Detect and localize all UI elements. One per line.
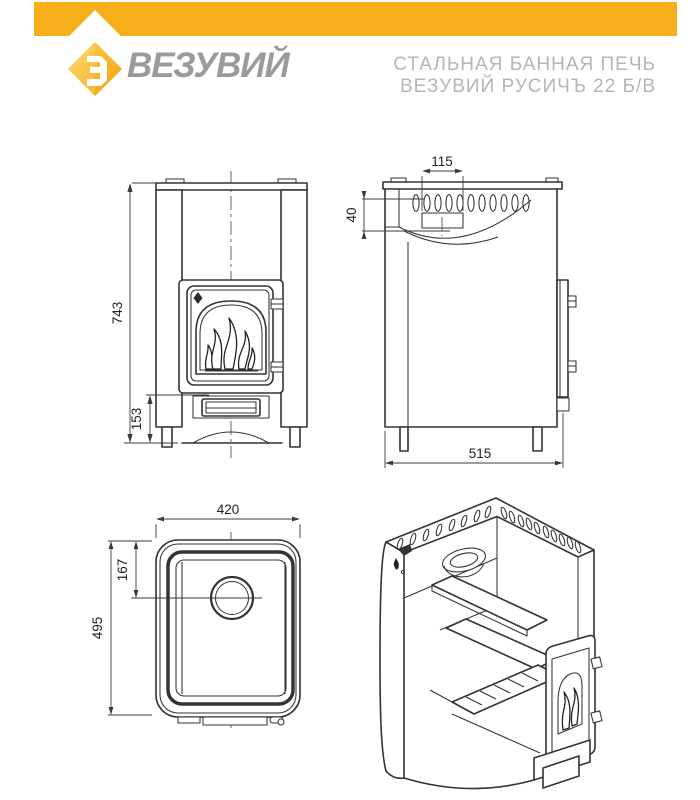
dim-top-chimney-offset: 167 [115, 559, 130, 582]
cutaway-view [379, 497, 603, 795]
product-title-line1: СТАЛЬНАЯ БАННАЯ ПЕЧЬ [393, 54, 656, 75]
brand-wordmark: ВЕЗУВИЙ [127, 46, 290, 85]
dim-side-top-opening-width: 115 [431, 154, 453, 169]
door-diamond-ornament [193, 292, 203, 304]
flame-mark-icon [393, 558, 399, 570]
dim-front-overall-height: 743 [110, 302, 125, 325]
dim-front-base-height: 153 [129, 408, 144, 431]
accent-topbar [34, 2, 677, 36]
dim-side-collar-height: 40 [344, 207, 359, 222]
side-view: 115 40 515 [344, 154, 577, 468]
brand-logo-icon [68, 42, 122, 96]
product-title-line2: ВЕЗУВИЙ РУСИЧЪ 22 Б/В [399, 76, 656, 97]
dim-top-overall-depth: 495 [90, 617, 105, 640]
dim-top-overall-width: 420 [217, 502, 240, 517]
dim-side-overall-depth: 515 [469, 446, 492, 461]
front-view: 743 153 [110, 171, 308, 458]
product-title: СТАЛЬНАЯ БАННАЯ ПЕЧЬ ВЕЗУВИЙ РУСИЧЪ 22 Б… [200, 54, 656, 98]
top-view: 420 495 167 [90, 502, 301, 728]
